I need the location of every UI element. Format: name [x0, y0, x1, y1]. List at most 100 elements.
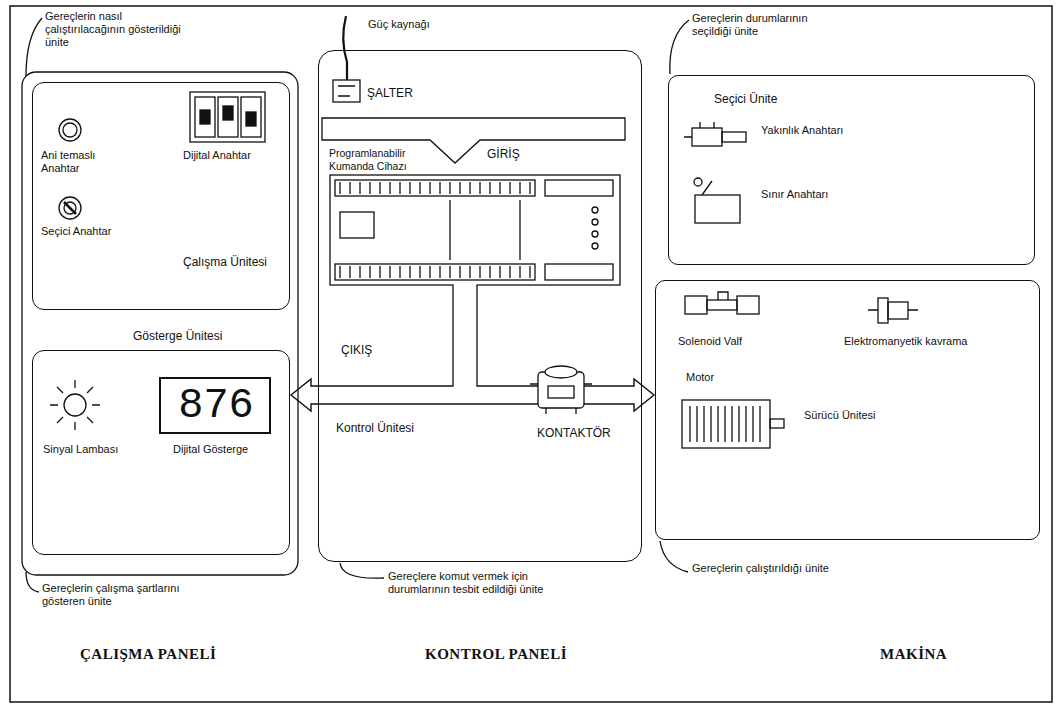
digital-display: [160, 378, 270, 433]
proximity-switch: [692, 128, 722, 146]
node-text: Gösterge Ünitesi: [133, 329, 263, 343]
motor-symbol: [759, 406, 760, 442]
momentary-switch: [59, 119, 81, 141]
plc-unit: [509, 266, 510, 278]
thumbwheel-switch: [223, 106, 233, 120]
plc-unit: [592, 243, 598, 249]
plc-unit: [450, 200, 520, 260]
solenoid-valve: [707, 300, 737, 310]
electromagnetic-clutch: [868, 298, 918, 323]
node-text: Sürücü Ünitesi: [804, 409, 914, 422]
node-text: Programlanabilir Kumanda Cihazı: [329, 147, 427, 172]
plc-unit: [469, 266, 470, 278]
node-text: GİRİŞ: [487, 147, 547, 161]
plc-unit: [592, 207, 598, 213]
motor-symbol: [752, 406, 753, 442]
node-text: Motor: [686, 371, 746, 384]
plc-unit: [369, 182, 370, 194]
outer-frame: [10, 6, 1052, 702]
selector-switch: [64, 202, 76, 214]
operation-panel-outline: [22, 72, 298, 575]
motor-symbol: [731, 406, 732, 442]
solenoid-valve: [718, 292, 728, 300]
callout-text: Güç kaynağı: [368, 18, 468, 31]
thumbwheel-switch: [241, 97, 261, 137]
callout-text: Gereçlerin durumlarının seçildiği ünite: [692, 12, 842, 38]
plc-unit: [359, 266, 360, 278]
selector-switch: [59, 197, 81, 219]
plc-unit: [529, 266, 530, 278]
plc-unit: [409, 182, 410, 194]
motor-symbol: [724, 406, 725, 442]
switch-symbol: [338, 86, 355, 96]
leader-line: [660, 541, 688, 572]
thumbwheel-switch: [218, 97, 238, 137]
node-text: Sınır Anahtarı: [761, 188, 861, 201]
plc-unit: [479, 266, 480, 278]
thumbwheel-switch: [190, 92, 265, 142]
plc-unit: [529, 182, 530, 194]
output-stem: [454, 282, 477, 394]
node-text: ŞALTER: [367, 86, 437, 100]
plc-unit: [335, 180, 535, 196]
plc-unit: [359, 182, 360, 194]
plc-unit: [449, 266, 450, 278]
plc-unit: [339, 266, 340, 278]
plc-unit: [349, 182, 350, 194]
switch-symbol: [333, 80, 360, 102]
plc-unit: [439, 266, 440, 278]
solenoid-valve: [685, 296, 707, 314]
node-text: Dijital Gösterge: [173, 443, 273, 456]
motor-symbol: [703, 406, 704, 442]
limit-switch: [702, 181, 712, 195]
plc-unit: [369, 266, 370, 278]
momentary-switch: [59, 119, 81, 141]
node-text: Sinyal Lambası: [43, 443, 123, 456]
plc-unit: [419, 182, 420, 194]
callout-text: Gereçlerin nasıl çalıştırılacağının göst…: [45, 10, 195, 50]
plc-unit: [399, 266, 400, 278]
callout-text: Gereçlerin çalıştırıldığı ünite: [692, 562, 842, 575]
node-text: Çalışma Ünitesi: [183, 255, 283, 269]
motor-symbol: [717, 406, 718, 442]
node-text: Yakınlık Anahtarı: [761, 124, 861, 137]
signal-lamp: [64, 394, 86, 416]
plc-unit: [330, 175, 620, 285]
control-panel-box: ŞALTER Programlanabilir Kumanda Cihazı GİR…: [318, 50, 642, 562]
limit-switch: [694, 178, 740, 223]
electromagnetic-clutch: [878, 298, 888, 323]
momentary-switch: [63, 123, 77, 137]
plc-unit: [545, 264, 613, 280]
contactor-symbol: [548, 386, 574, 398]
contactor-symbol: [545, 366, 577, 378]
plc-unit: [429, 182, 430, 194]
signal-lamp: [50, 380, 100, 430]
plc-unit: [439, 182, 440, 194]
plc-unit: [389, 266, 390, 278]
machine-box: Solenoid ValfElektromanyetik kavramaMoto…: [655, 280, 1040, 540]
thumbwheel-switch: [246, 112, 256, 126]
leader-line: [670, 20, 689, 74]
output-stem: [453, 282, 477, 394]
unit-box: Gösterge ÜnitesiSinyal Lambası876Dijital…: [32, 350, 290, 555]
callout-text: Gereçlere komut vermek için durumlarının…: [388, 570, 568, 596]
switch-symbol: [333, 80, 360, 102]
motor-symbol: [738, 406, 739, 442]
motor-symbol: [682, 400, 784, 448]
plc-unit: [409, 266, 410, 278]
motor-symbol: [689, 406, 690, 442]
panel-title: MAKİNA: [880, 645, 1030, 663]
leader-line: [340, 563, 384, 578]
node-text: Dijital Anahtar: [183, 149, 273, 162]
motor-symbol: [696, 406, 697, 442]
selector-switch: [59, 197, 81, 219]
plc-unit: [509, 182, 510, 194]
power-cord: [343, 16, 347, 80]
plc-unit: [340, 212, 374, 238]
node-text: Ani temaslı Anahtar: [41, 149, 121, 175]
solenoid-valve: [737, 296, 759, 314]
node-text: ÇIKIŞ: [341, 343, 401, 357]
plc-unit: [449, 182, 450, 194]
